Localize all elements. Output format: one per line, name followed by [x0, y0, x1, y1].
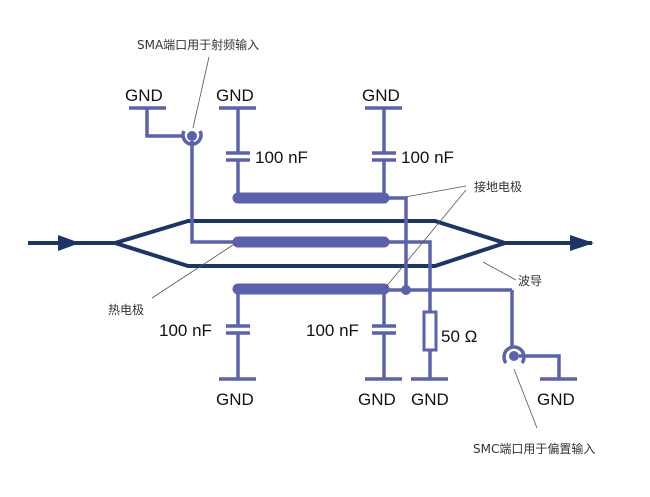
- waveguide: [28, 219, 594, 268]
- gnd-label: GND: [216, 86, 254, 105]
- annotation-leaders: [151, 56, 538, 429]
- smc-leader: [513, 368, 538, 429]
- sma-port-group: [129, 106, 238, 244]
- input-arrow-icon: [58, 235, 80, 251]
- capacitor-value-label: 100 nF: [306, 321, 359, 340]
- top-right-capacitor-branch: [365, 106, 402, 198]
- capacitor-value-label: 100 nF: [401, 148, 454, 167]
- waveguide-leader: [482, 261, 517, 281]
- junction-dot: [401, 285, 411, 295]
- capacitor-value-label: 100 nF: [255, 148, 308, 167]
- sma-ground-wire: [145, 108, 183, 138]
- text-labels: GND GND GND GND GND GND GND 100 nF 100 n…: [108, 37, 595, 456]
- waveguide-annotation: 波导: [518, 274, 542, 288]
- ground-tie-wire: [384, 196, 408, 290]
- gnd-label: GND: [216, 390, 254, 409]
- smc-port-annotation: SMC端口用于偏置输入: [473, 441, 595, 456]
- sma-port-annotation: SMA端口用于射频输入: [137, 37, 259, 52]
- bottom-left-capacitor-branch: [219, 289, 256, 381]
- hot-electrode-annotation: 热电极: [108, 303, 144, 317]
- gnd-label: GND: [125, 86, 163, 105]
- sma-connector-pin: [187, 131, 197, 141]
- waveguide-upper-arm: [114, 219, 506, 245]
- ground-interconnect: [384, 196, 514, 348]
- gnd-label: GND: [411, 390, 449, 409]
- ground-electrode-annotation: 接地电极: [474, 179, 522, 194]
- hot-electrode-leader: [151, 242, 237, 299]
- termination-resistor-branch: [384, 240, 448, 381]
- resistor-icon: [422, 310, 438, 352]
- bottom-right-capacitor-branch: [365, 289, 402, 381]
- waveguide-lower-arm: [114, 241, 506, 268]
- ground-electrode-leader-2: [384, 189, 467, 289]
- smc-ground-wire: [519, 354, 561, 379]
- smc-connector-icon: [502, 345, 526, 365]
- sma-leader: [192, 56, 210, 129]
- output-arrow-icon: [570, 235, 594, 251]
- sma-signal-wire: [190, 141, 238, 244]
- smc-port-group: [502, 345, 577, 381]
- smc-connector-pin: [509, 351, 519, 361]
- gnd-label: GND: [537, 390, 575, 409]
- gnd-label: GND: [362, 86, 400, 105]
- capacitor-value-label: 100 nF: [159, 321, 212, 340]
- gnd-label: GND: [358, 390, 396, 409]
- top-left-capacitor-branch: [219, 106, 256, 198]
- hot-to-resistor-wire: [384, 240, 432, 312]
- ground-electrode-leader-1: [404, 185, 467, 198]
- resistor-value-label: 50 Ω: [441, 327, 477, 346]
